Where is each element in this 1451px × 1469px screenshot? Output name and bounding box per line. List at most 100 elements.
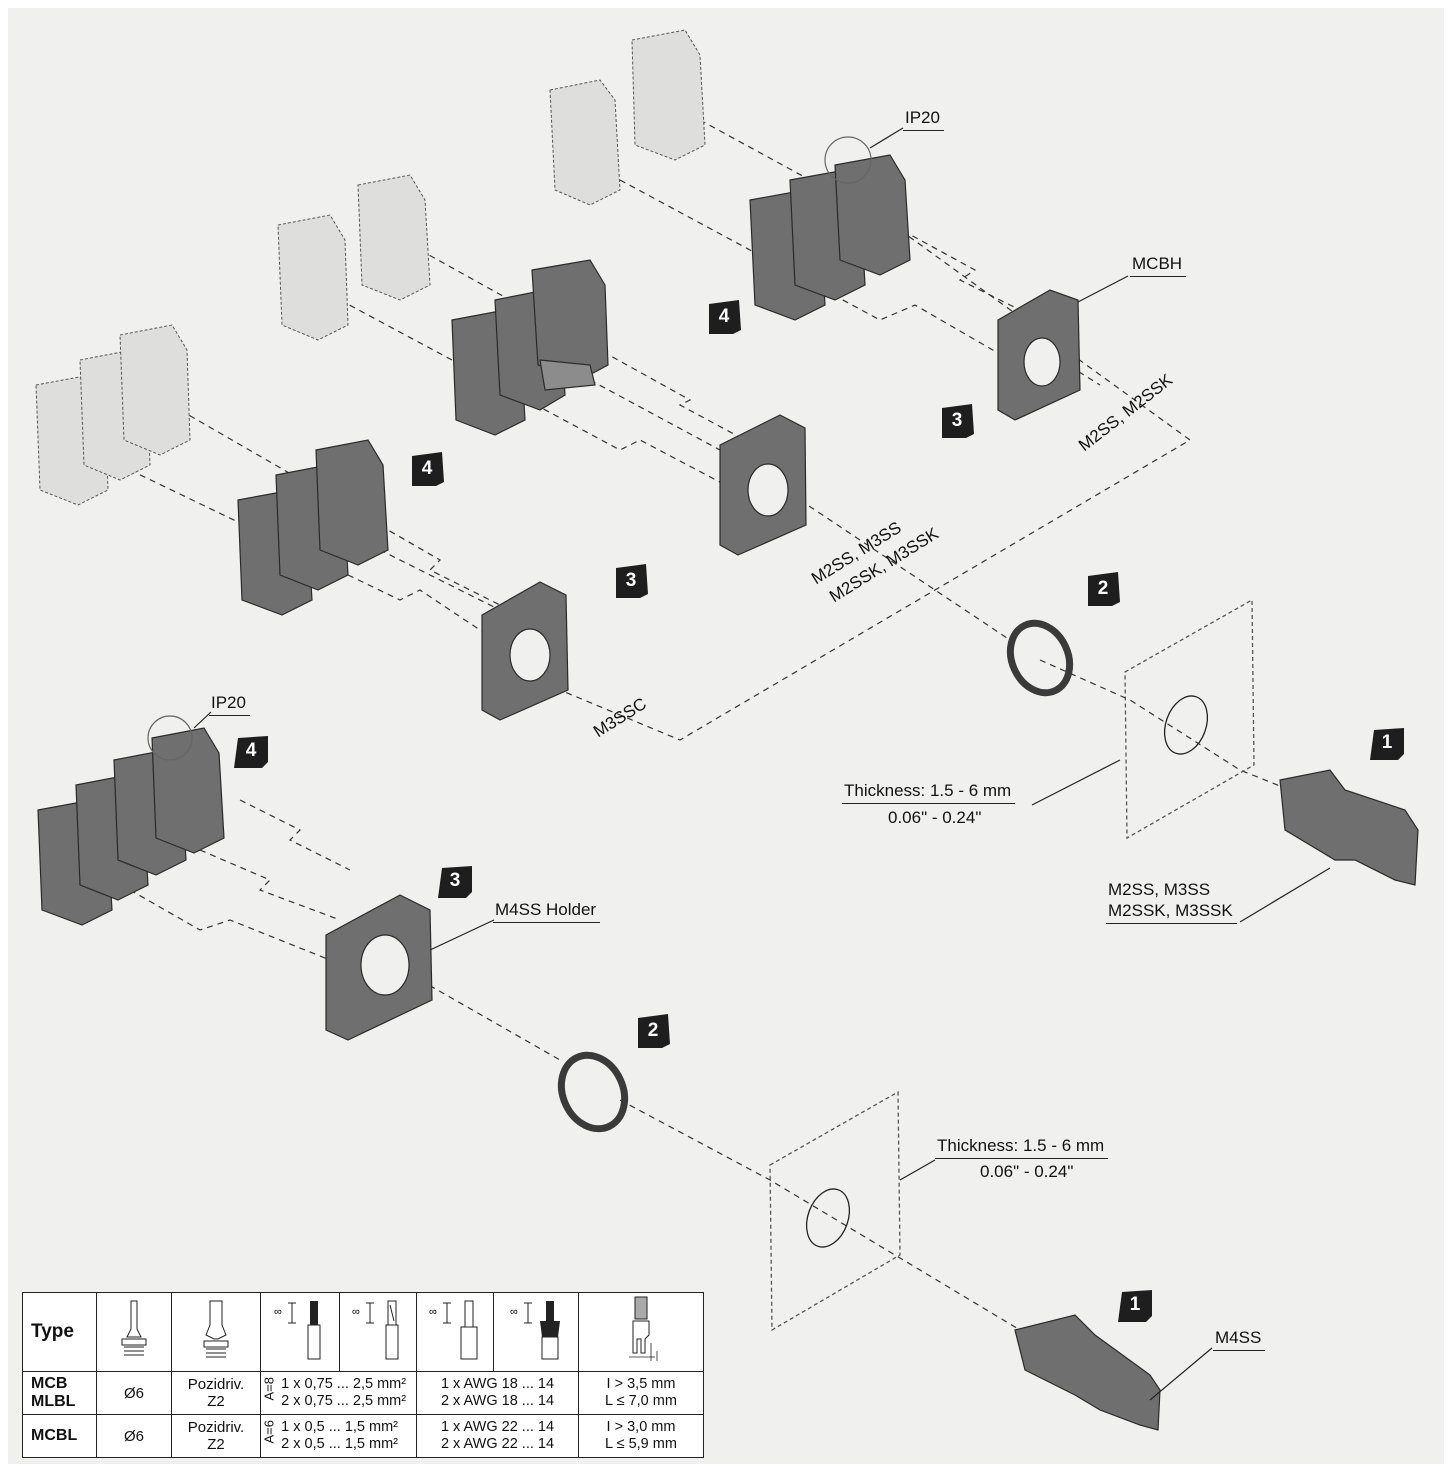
step-badge: 2 bbox=[634, 1012, 672, 1050]
slot-screwdriver-cell bbox=[96, 1292, 172, 1372]
solid-wire-icon: ∞ bbox=[274, 1301, 321, 1360]
fork-lug-icon bbox=[629, 1296, 658, 1361]
ring-lower bbox=[557, 1051, 629, 1133]
strip-length: A=8 bbox=[261, 1376, 277, 1401]
mm2-line: 2 x 0,5 ... 1,5 mm² bbox=[281, 1436, 399, 1452]
slot-size: Ø6 bbox=[96, 1414, 172, 1458]
fork-lug-cell bbox=[578, 1292, 704, 1372]
pozidriv-label: Pozidriv. bbox=[187, 1419, 245, 1436]
type-cell: MCBL bbox=[22, 1414, 97, 1458]
mm2-line: 1 x 0,5 ... 1,5 mm² bbox=[281, 1419, 399, 1435]
ghost-contact-blocks-top bbox=[549, 29, 706, 206]
svg-text:∞: ∞ bbox=[510, 1306, 518, 1318]
step-badge: 1 bbox=[1368, 724, 1406, 762]
step-number: 4 bbox=[245, 740, 257, 761]
svg-text:∞: ∞ bbox=[274, 1306, 282, 1318]
ip20-label-lower: IP20 bbox=[209, 693, 250, 716]
m4ss-label: M4SS bbox=[1213, 1328, 1266, 1351]
thickness-label-lower: Thickness: 1.5 - 6 mm bbox=[935, 1136, 1109, 1159]
table-row: MCBL Ø6 Pozidriv.Z2 A=6 1 x 0,5 ... 1,5 … bbox=[22, 1414, 704, 1458]
pozidriv-value: Z2 bbox=[207, 1393, 225, 1410]
operator-upper bbox=[1279, 769, 1419, 886]
holders bbox=[325, 289, 1081, 1041]
step-badge: 4 bbox=[232, 732, 270, 770]
ferrule-icon: ∞ bbox=[429, 1300, 478, 1360]
ghost-contact-blocks-left bbox=[35, 324, 191, 506]
svg-text:∞: ∞ bbox=[429, 1306, 437, 1318]
contact-blocks-middle bbox=[451, 259, 609, 436]
stranded-wire-cell: ∞ bbox=[339, 1292, 417, 1372]
step-badge: 4 bbox=[408, 450, 446, 488]
awg-line: 2 x AWG 22 ... 14 bbox=[440, 1436, 555, 1452]
panel-upper bbox=[1124, 598, 1255, 840]
ferrule-cell: ∞ bbox=[416, 1292, 494, 1372]
type-header: Type bbox=[22, 1292, 97, 1372]
contact-blocks-lower bbox=[37, 727, 225, 926]
mm2-line: 1 x 0,75 ... 2,5 mm² bbox=[281, 1376, 407, 1392]
ip20-label-upper: IP20 bbox=[903, 108, 944, 131]
step-badge: 4 bbox=[705, 298, 743, 336]
slot-screwdriver-icon bbox=[121, 1300, 147, 1356]
lug-line: I > 3,5 mm bbox=[606, 1376, 676, 1392]
step-number: 2 bbox=[647, 1020, 659, 1041]
lug-line: L ≤ 7,0 mm bbox=[605, 1393, 677, 1409]
ghost-contact-blocks-middle bbox=[277, 174, 431, 341]
thickness-label-upper: Thickness: 1.5 - 6 mm bbox=[842, 781, 1016, 804]
step-number: 2 bbox=[1097, 578, 1109, 599]
leader-lines bbox=[193, 127, 1331, 1401]
awg-line: 1 x AWG 22 ... 14 bbox=[440, 1419, 555, 1435]
operator-label-upper-1: M2SS, M3SS bbox=[1108, 880, 1211, 899]
lug-line: L ≤ 5,9 mm bbox=[605, 1436, 677, 1452]
mcbh-label: MCBH bbox=[1130, 254, 1187, 277]
awg-line: 1 x AWG 18 ... 14 bbox=[440, 1376, 555, 1392]
panel-lower bbox=[769, 1090, 901, 1332]
pozidriv-size: Pozidriv.Z2 bbox=[171, 1414, 261, 1458]
step-number: 3 bbox=[625, 570, 637, 591]
insulated-ferrule-cell: ∞ bbox=[493, 1292, 579, 1372]
strip-length: A=6 bbox=[261, 1419, 277, 1444]
pozidriv-screwdriver-icon bbox=[203, 1300, 229, 1358]
insulated-ferrule-icon: ∞ bbox=[510, 1301, 560, 1360]
mounting-panels bbox=[769, 598, 1255, 1332]
step-badge: 3 bbox=[938, 402, 976, 440]
step-number: 1 bbox=[1381, 732, 1393, 753]
step-badge: 3 bbox=[612, 562, 650, 600]
type-name: MCB bbox=[31, 1375, 68, 1392]
type-name: MCBL bbox=[31, 1427, 78, 1444]
ip20-highlights bbox=[147, 136, 872, 761]
operator-label-upper-2: M2SSK, M3SSK bbox=[1106, 901, 1237, 924]
step-number: 4 bbox=[718, 306, 730, 327]
type-name-2: MLBL bbox=[31, 1393, 76, 1410]
step-badge: 1 bbox=[1116, 1286, 1154, 1324]
step-badge: 2 bbox=[1084, 570, 1122, 608]
pozidriv-label: Pozidriv. bbox=[187, 1376, 245, 1393]
m4ss-holder-label: M4SS Holder bbox=[493, 900, 601, 923]
pozidriv-value: Z2 bbox=[207, 1436, 225, 1453]
contact-blocks-top bbox=[749, 154, 911, 321]
step-number: 3 bbox=[951, 410, 963, 431]
ring-upper bbox=[1006, 619, 1074, 697]
thickness-inch-label-upper: 0.06" - 0.24" bbox=[888, 808, 982, 827]
background-panel bbox=[8, 8, 1444, 1464]
mounting-rings bbox=[557, 619, 1074, 1133]
table-header-row: Type ∞ ∞ ∞ ∞ bbox=[22, 1292, 704, 1372]
contact-blocks-left bbox=[237, 439, 389, 616]
solid-wire-cell: ∞ bbox=[260, 1292, 340, 1372]
operator-lower bbox=[1014, 1314, 1161, 1431]
step-number: 3 bbox=[449, 870, 461, 891]
step-number: 4 bbox=[421, 458, 433, 479]
pozidriv-size: Pozidriv.Z2 bbox=[171, 1371, 261, 1415]
mm2-line: 2 x 0,75 ... 2,5 mm² bbox=[281, 1393, 407, 1409]
